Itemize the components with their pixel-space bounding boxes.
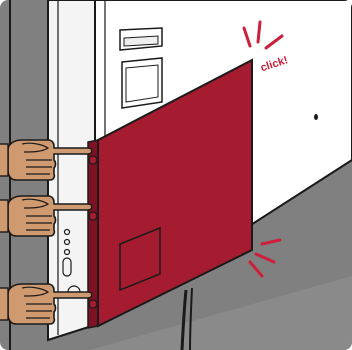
screw-dot	[314, 114, 318, 120]
